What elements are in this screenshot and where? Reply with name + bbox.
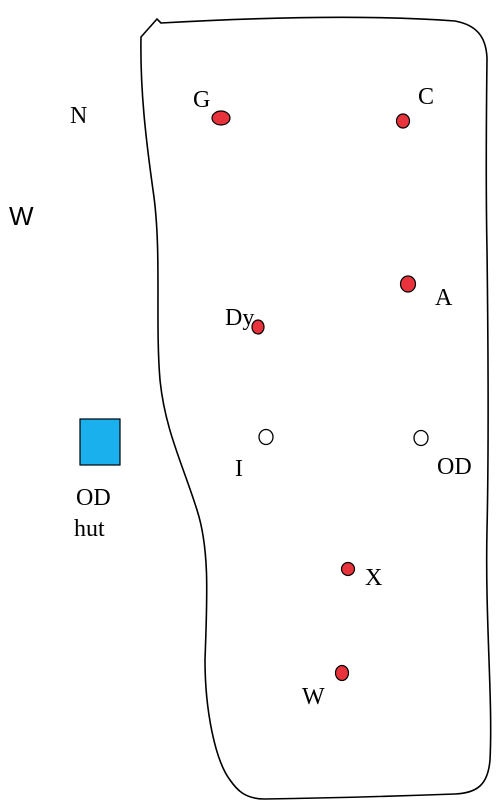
label-g: G: [193, 87, 210, 113]
label-dy: Dy: [225, 305, 254, 331]
od-hut-icon: [79, 418, 121, 466]
label-od: OD: [437, 454, 472, 480]
north-label: N: [70, 103, 87, 129]
marker-c: [395, 113, 411, 129]
marker-g: [211, 110, 231, 126]
label-x: X: [365, 565, 382, 591]
marker-dy: [251, 319, 265, 335]
west-label: W: [9, 201, 34, 231]
marker-x: [340, 561, 356, 577]
od-hut-label-line1: OD: [76, 485, 111, 511]
label-c: C: [418, 84, 434, 110]
marker-i: [258, 428, 274, 446]
marker-a: [399, 275, 417, 293]
label-w: W: [302, 684, 325, 710]
field-boundary: [140, 16, 492, 800]
od-hut-label-line2: hut: [74, 516, 105, 542]
marker-od: [413, 429, 429, 447]
label-i: I: [235, 456, 243, 482]
label-a: A: [435, 285, 453, 311]
marker-w: [334, 664, 350, 682]
